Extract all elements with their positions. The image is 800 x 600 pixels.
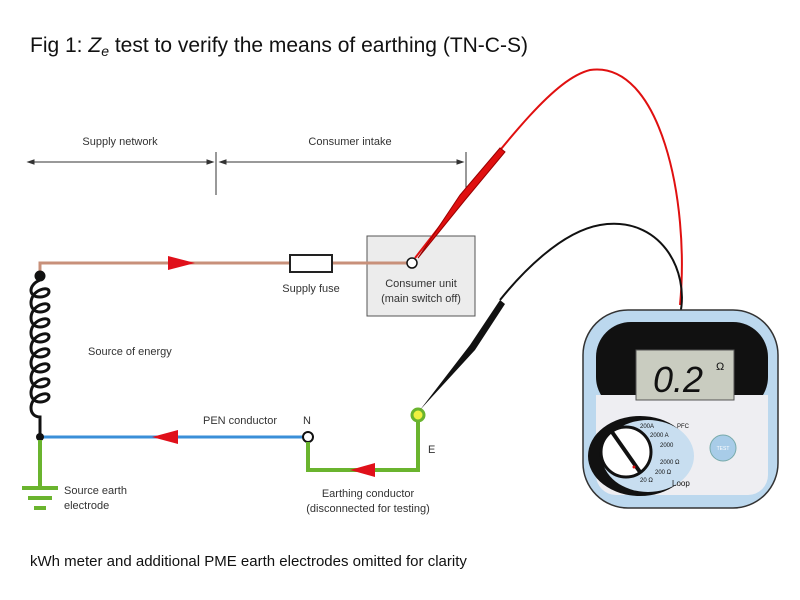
red-probe — [417, 147, 506, 259]
svg-text:TEST: TEST — [717, 446, 730, 452]
svg-text:PFC: PFC — [677, 424, 690, 430]
footer-note: kWh meter and additional PME earth elect… — [30, 553, 467, 570]
node — [36, 433, 44, 441]
consumer-intake-label: Consumer intake — [308, 136, 391, 148]
svg-text:2000 A: 2000 A — [650, 433, 669, 439]
neutral-terminal — [302, 431, 314, 443]
line-terminal — [406, 257, 418, 269]
black-test-lead — [499, 222, 683, 316]
pen-conductor-label: PEN conductor — [203, 415, 277, 427]
svg-text:Loop: Loop — [672, 479, 690, 488]
loop-tester: 0.2 Ω 200A 2000 A 2000 2000 Ω 200 Ω 20 Ω… — [582, 309, 779, 509]
svg-text:2000: 2000 — [660, 443, 674, 449]
svg-text:200 Ω: 200 Ω — [655, 470, 672, 476]
earthing-conductor — [306, 421, 420, 472]
supply-fuse — [289, 254, 333, 273]
earth-icon — [22, 486, 58, 510]
source-of-energy-label: Source of energy — [88, 346, 172, 358]
svg-text:200A: 200A — [640, 424, 654, 430]
test-button[interactable] — [709, 434, 737, 462]
n-label: N — [303, 415, 311, 427]
supply-network-label: Supply network — [82, 136, 158, 148]
lcd-reading: 0.2 — [653, 359, 703, 400]
line-conductor — [38, 261, 408, 275]
consumer-unit-note: (main switch off) — [381, 293, 461, 305]
electrode-label: electrode — [64, 500, 109, 512]
current-arrow — [350, 463, 375, 477]
supply-fuse-label: Supply fuse — [282, 283, 339, 295]
earth-terminal — [410, 407, 426, 423]
current-arrow — [152, 430, 178, 444]
dimension-lines — [26, 152, 467, 195]
current-arrow — [168, 256, 195, 270]
earthing-conductor-label: Earthing conductor — [322, 488, 415, 500]
source-coil — [29, 270, 51, 437]
svg-text:20 Ω: 20 Ω — [640, 478, 653, 484]
consumer-unit-label: Consumer unit — [385, 278, 457, 290]
figure-title: Fig 1: Ze test to verify the means of ea… — [30, 34, 528, 59]
lcd-unit: Ω — [716, 361, 724, 373]
earthing-note: (disconnected for testing) — [306, 503, 430, 515]
e-label: E — [428, 444, 435, 456]
svg-text:2000 Ω: 2000 Ω — [660, 460, 680, 466]
black-probe — [420, 300, 505, 410]
source-earth-label: Source earth — [64, 485, 127, 497]
